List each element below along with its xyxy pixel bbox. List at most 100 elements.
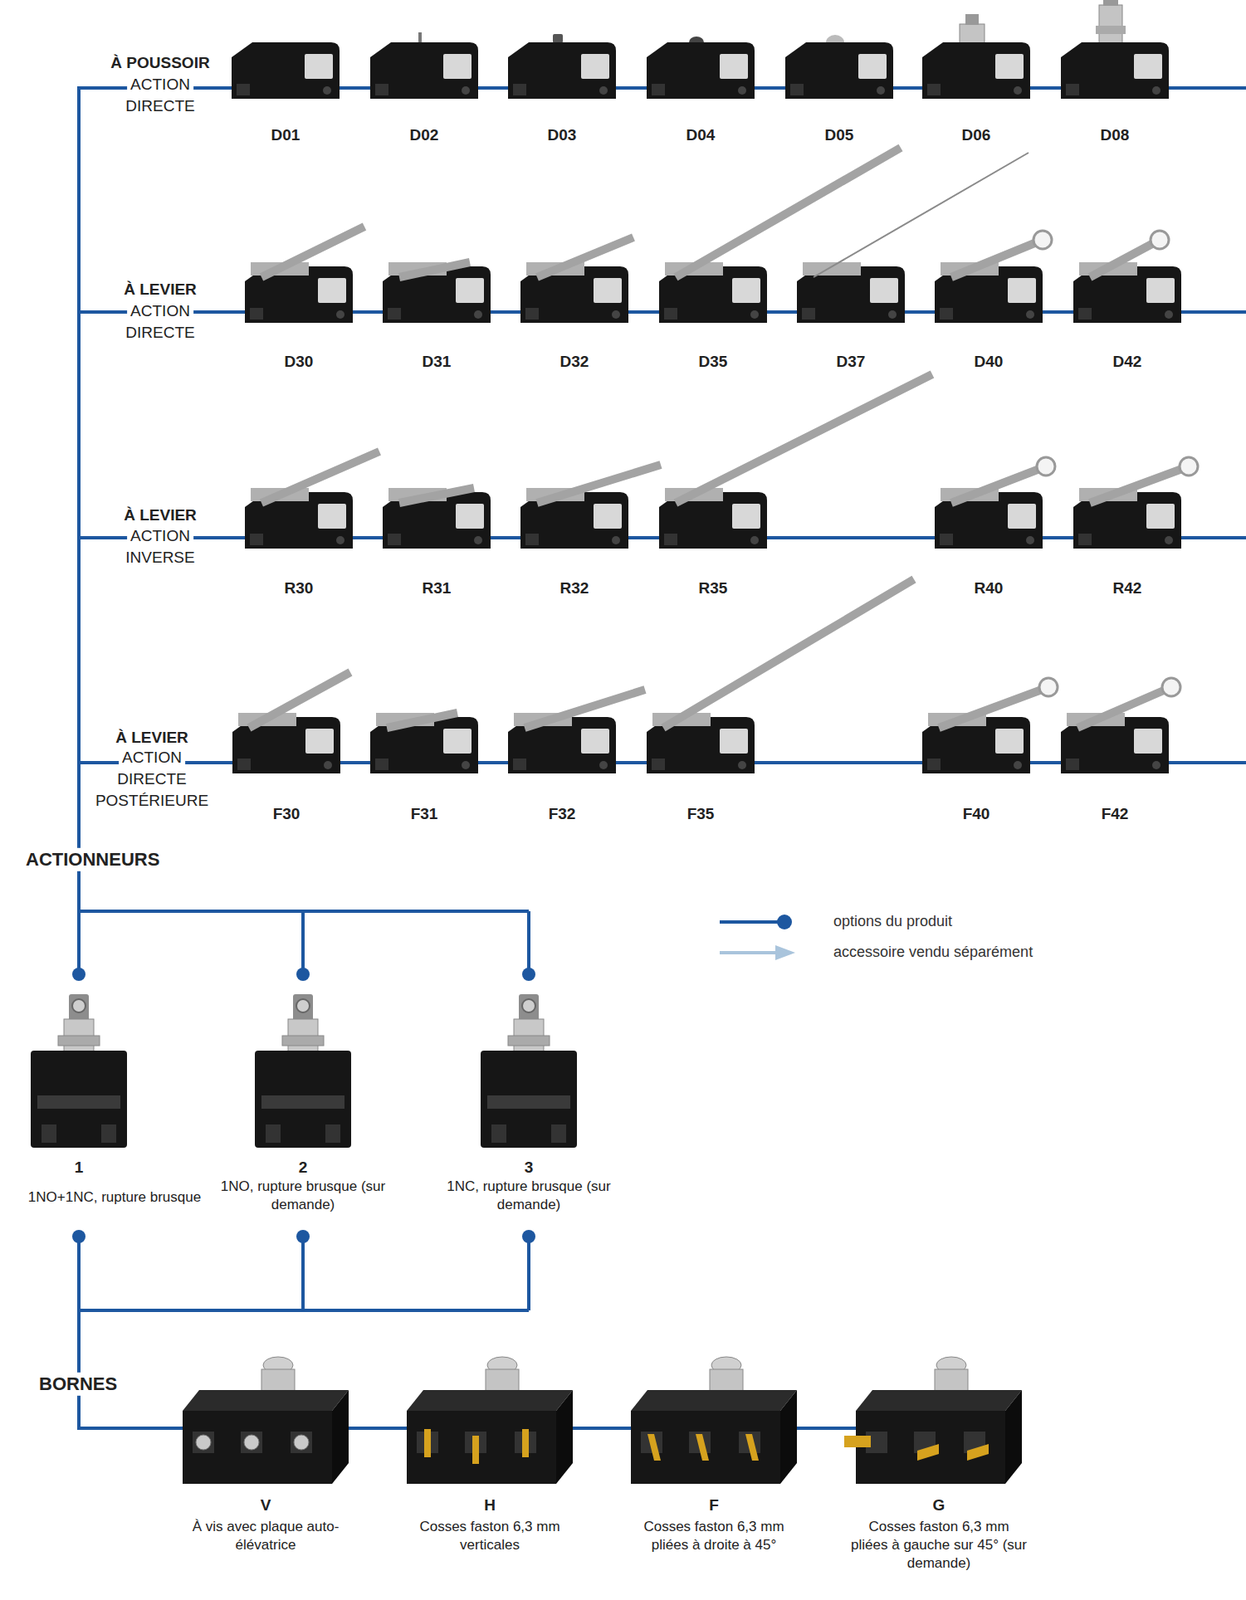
switch-label-plate <box>305 728 334 754</box>
switch-body <box>785 42 894 99</box>
switch-hole <box>737 86 747 95</box>
lever-arm <box>675 147 901 278</box>
option-dot <box>522 1230 536 1244</box>
option-description: 1NO+1NC, rupture brusque <box>2 1188 227 1207</box>
section-heading: BORNES <box>35 1373 121 1397</box>
plunger-roller <box>293 994 313 1023</box>
faston-tab <box>745 1434 759 1461</box>
connector-line <box>77 86 81 975</box>
switch-body <box>30 1050 128 1149</box>
option-number: G <box>933 1496 946 1516</box>
switch-hole <box>1152 761 1161 770</box>
option-dot <box>72 1230 86 1244</box>
switch-hole <box>599 86 608 95</box>
plunger-roller <box>296 999 310 1013</box>
switch-hole <box>611 536 621 545</box>
lever-roller <box>1150 230 1169 250</box>
switch-terminal <box>387 307 401 320</box>
switch-label-plate <box>1133 728 1163 754</box>
block-front <box>630 1411 781 1485</box>
product-code: F40 <box>962 805 991 825</box>
block-front <box>182 1411 333 1485</box>
lever-arm <box>524 689 645 729</box>
plunger-roller <box>522 999 536 1013</box>
block-side <box>556 1390 573 1485</box>
switch-terminal <box>939 533 953 546</box>
block-side <box>780 1390 797 1485</box>
row-subtitle: ACTION <box>127 75 194 95</box>
connector-line <box>301 1236 305 1311</box>
switch-label-plate <box>455 503 484 529</box>
pusher-plunger <box>965 14 979 25</box>
product-code: D06 <box>962 126 992 146</box>
lever-arm <box>249 672 351 729</box>
option-number: 2 <box>298 1158 308 1178</box>
pusher-plunger <box>1103 0 1119 6</box>
switch-label-plate <box>581 53 610 79</box>
terminal-socket <box>290 1431 313 1454</box>
product-code: R40 <box>974 579 1004 599</box>
option-number: 3 <box>524 1158 534 1178</box>
lever-arm <box>386 713 458 729</box>
terminal-screw <box>195 1435 211 1451</box>
pusher-pin <box>418 32 422 44</box>
switch-label-strip <box>261 1095 345 1110</box>
switch-terminal <box>939 307 953 320</box>
block-top <box>182 1390 349 1412</box>
option-description: 1NC, rupture brusque (sur demande) <box>445 1177 612 1215</box>
switch-label-plate <box>719 728 748 754</box>
product-code: D05 <box>825 126 855 146</box>
block-front <box>406 1411 557 1485</box>
lever-arm <box>951 466 1046 504</box>
legend-dot-sample <box>776 914 792 930</box>
connector-line <box>527 911 531 975</box>
product-code: F32 <box>548 805 577 825</box>
switch-hole <box>1164 536 1173 545</box>
switch-hole <box>322 86 332 95</box>
switch-label-plate <box>317 278 347 303</box>
product-code: F35 <box>687 805 715 825</box>
faston-tab <box>472 1436 479 1465</box>
switch-terminal <box>387 533 401 546</box>
option-description: À vis avec plaque auto-élévatrice <box>190 1518 341 1555</box>
switch-hole <box>473 536 483 545</box>
switch-hole <box>876 86 885 95</box>
lever-plate <box>802 262 861 276</box>
switch-label-plate <box>732 503 761 529</box>
plunger-nut <box>282 1035 324 1046</box>
lever-arm <box>951 239 1043 278</box>
block-top <box>406 1390 573 1412</box>
lever-arm <box>537 464 661 504</box>
product-code: F31 <box>410 805 439 825</box>
pusher-bushing <box>959 24 985 44</box>
switch-label-plate <box>858 53 887 79</box>
switch-body <box>370 42 479 99</box>
lever-arm <box>938 687 1049 729</box>
option-description: 1NO, rupture brusque (sur demande) <box>219 1177 387 1215</box>
switch-label-plate <box>869 278 899 303</box>
row-title: À LEVIER <box>120 280 201 300</box>
switch-terminal <box>249 307 264 320</box>
product-code: D31 <box>422 352 452 372</box>
product-code: R31 <box>422 579 452 599</box>
pusher-nut <box>1095 25 1126 35</box>
switch-terminal <box>790 83 804 96</box>
lever-arm <box>663 579 914 729</box>
product-code: R35 <box>698 579 729 599</box>
lever-arm <box>261 226 365 278</box>
lever-arm <box>537 237 634 278</box>
row-title: À LEVIER <box>112 728 192 748</box>
switch-terminal <box>927 83 941 96</box>
switch-hole <box>599 761 608 770</box>
plunger-roller <box>72 999 86 1013</box>
switch-hole <box>473 310 483 319</box>
switch-hole <box>1152 86 1161 95</box>
terminal-screw <box>244 1435 259 1451</box>
legend-arrow-sample <box>775 945 796 961</box>
switch-label-plate <box>719 53 748 79</box>
switch-label-plate <box>317 503 347 529</box>
switch-label-strip <box>487 1095 571 1110</box>
product-code: D01 <box>271 126 301 146</box>
block-top <box>630 1390 797 1412</box>
